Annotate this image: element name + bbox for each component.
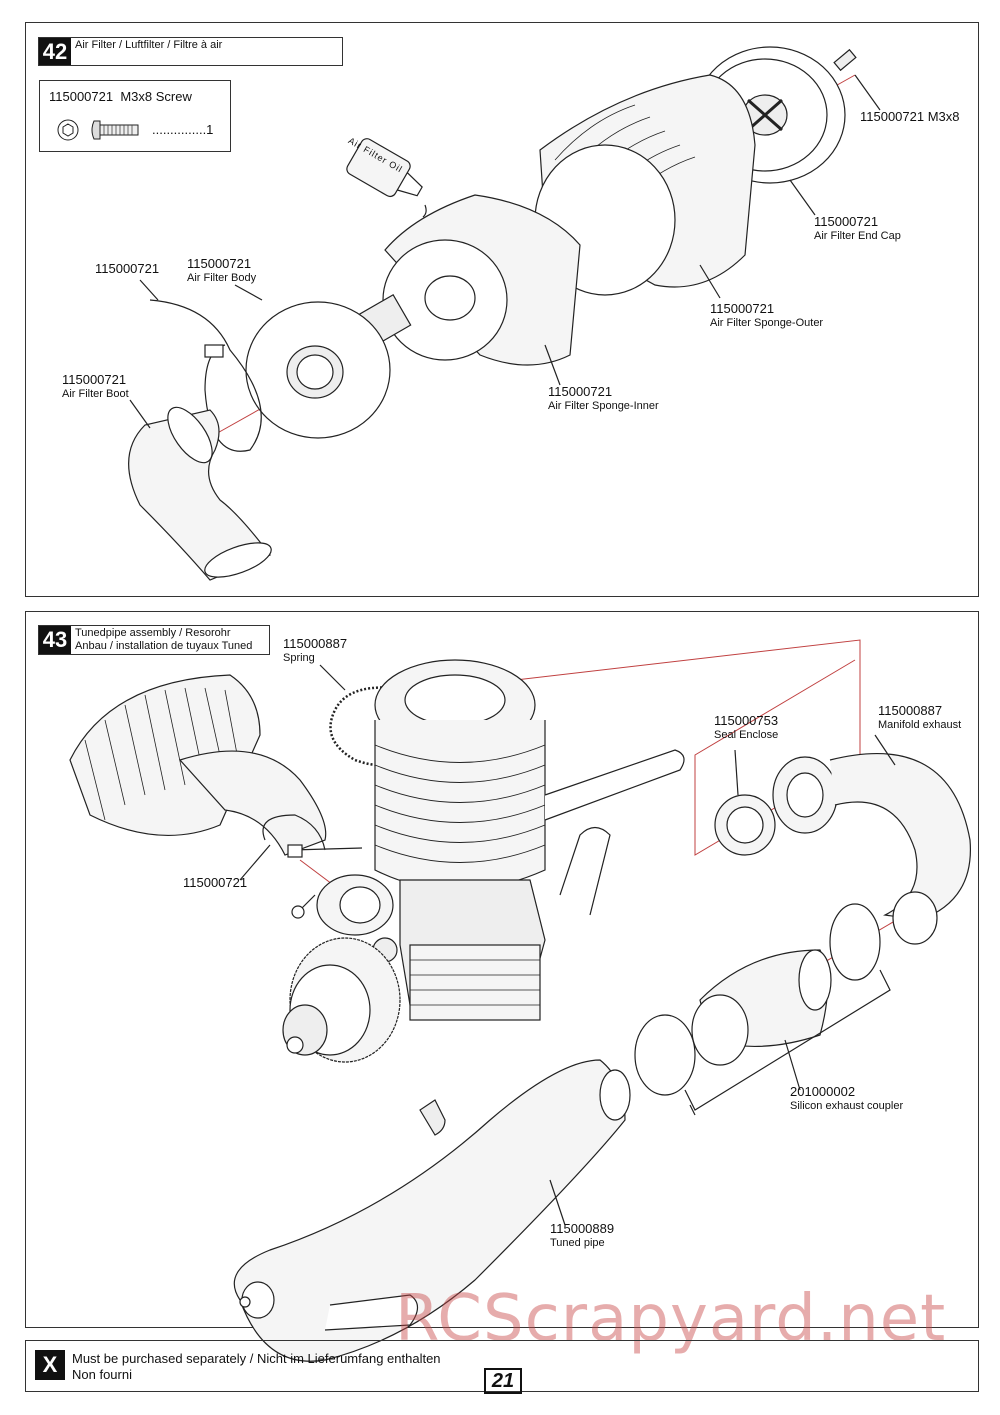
step-42-header: 42 Air Filter / Luftfilter / Filtre à ai… bbox=[38, 37, 343, 66]
part-number: 115000721 bbox=[49, 89, 114, 104]
step-title-line2: Anbau / installation de tuyaux Tuned bbox=[75, 640, 253, 652]
air-filter-exploded-drawing bbox=[128, 46, 881, 581]
step-title: Air Filter / Luftfilter / Filtre à air bbox=[75, 39, 223, 51]
step-title-line1: Tunedpipe assembly / Resorohr bbox=[75, 627, 231, 639]
footer-line2: Non fourni bbox=[72, 1367, 132, 1382]
label-screw-m3x8: 115000721 M3x8 bbox=[860, 109, 960, 124]
not-included-symbol: X bbox=[35, 1350, 65, 1380]
parts-list-box: 115000721 M3x8 Screw ...............1 bbox=[39, 80, 231, 152]
label-zip-tie: 115000721 bbox=[95, 261, 160, 276]
step-number: 42 bbox=[39, 38, 71, 65]
step-number: 43 bbox=[39, 626, 71, 654]
part-name: M3x8 Screw bbox=[120, 89, 192, 104]
quantity: ...............1 bbox=[152, 122, 214, 137]
footer-line1: Must be purchased separately / Nicht im … bbox=[72, 1351, 441, 1366]
step-43-header: 43 Tunedpipe assembly / Resorohr Anbau /… bbox=[38, 625, 270, 655]
screw-icon bbox=[57, 119, 139, 141]
footer-box bbox=[25, 1340, 979, 1392]
page-number: 21 bbox=[484, 1368, 522, 1394]
watermark: RCScrapyard.net bbox=[395, 1282, 947, 1356]
label-zip-tie-43: 115000721 bbox=[183, 875, 248, 890]
